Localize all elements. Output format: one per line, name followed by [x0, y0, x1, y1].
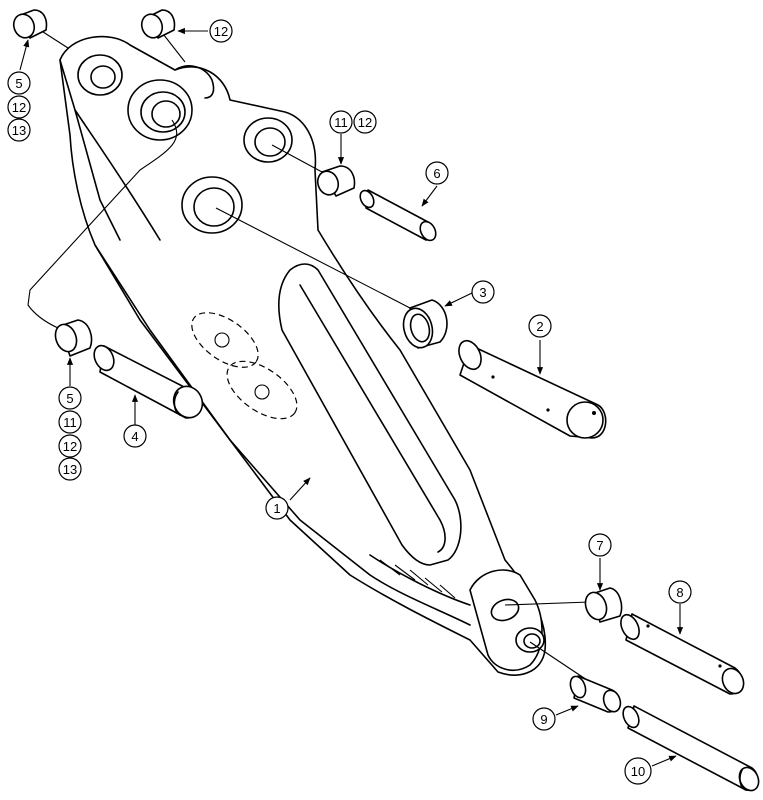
svg-text:7: 7	[596, 538, 603, 553]
callout-12-top-left: 12	[7, 95, 31, 119]
callout-2: 2	[528, 314, 552, 338]
bushing-cap-12-top	[140, 9, 176, 39]
callout-13-lower: 13	[58, 457, 82, 481]
svg-text:12: 12	[12, 100, 26, 115]
callout-11-lower: 11	[58, 410, 82, 434]
svg-text:11: 11	[63, 415, 77, 430]
svg-text:9: 9	[540, 712, 547, 727]
svg-text:1: 1	[273, 501, 280, 516]
callout-1: 1	[265, 496, 289, 520]
callout-12-top: 12	[209, 19, 233, 43]
callout-5-lower: 5	[58, 386, 82, 410]
svg-text:13: 13	[12, 123, 26, 138]
svg-text:12: 12	[214, 24, 228, 39]
bushing-cap-5-lower	[54, 319, 93, 357]
svg-text:11: 11	[334, 115, 348, 130]
sleeve-9	[569, 675, 622, 713]
pin-2	[458, 339, 607, 439]
svg-text:10: 10	[631, 764, 645, 779]
callout-11-mid: 11	[329, 110, 353, 134]
callout-leaders	[19, 27, 684, 767]
callout-12-lower: 12	[58, 434, 82, 458]
bushing-3	[402, 299, 448, 349]
svg-text:6: 6	[433, 166, 440, 181]
bushing-cap-5-top	[12, 9, 48, 39]
alignment-lines	[27, 29, 591, 683]
svg-text:13: 13	[63, 462, 77, 477]
callout-10: 10	[624, 757, 652, 785]
svg-text:12: 12	[63, 439, 77, 454]
boom-arm	[59, 35, 547, 676]
callout-7: 7	[588, 533, 612, 557]
callout-3: 3	[471, 280, 495, 304]
svg-text:5: 5	[15, 76, 22, 91]
pin-6	[359, 189, 437, 242]
callout-6: 6	[425, 161, 449, 185]
pin-8	[620, 613, 745, 695]
callout-9: 9	[532, 707, 556, 731]
callout-13-top-left: 13	[7, 118, 31, 142]
svg-text:4: 4	[131, 429, 138, 444]
svg-text:2: 2	[536, 319, 543, 334]
bushing-cap-7	[584, 587, 623, 623]
svg-text:3: 3	[479, 285, 486, 300]
callout-4: 4	[123, 424, 147, 448]
svg-text:12: 12	[358, 115, 372, 130]
pin-4	[93, 344, 204, 419]
svg-text:8: 8	[676, 585, 683, 600]
callout-8: 8	[668, 580, 692, 604]
svg-text:5: 5	[66, 391, 73, 406]
bushing-cap-11-12	[316, 165, 356, 197]
callout-5-top: 5	[7, 71, 31, 95]
pin-10	[622, 705, 760, 792]
callout-12-mid: 12	[353, 110, 377, 134]
